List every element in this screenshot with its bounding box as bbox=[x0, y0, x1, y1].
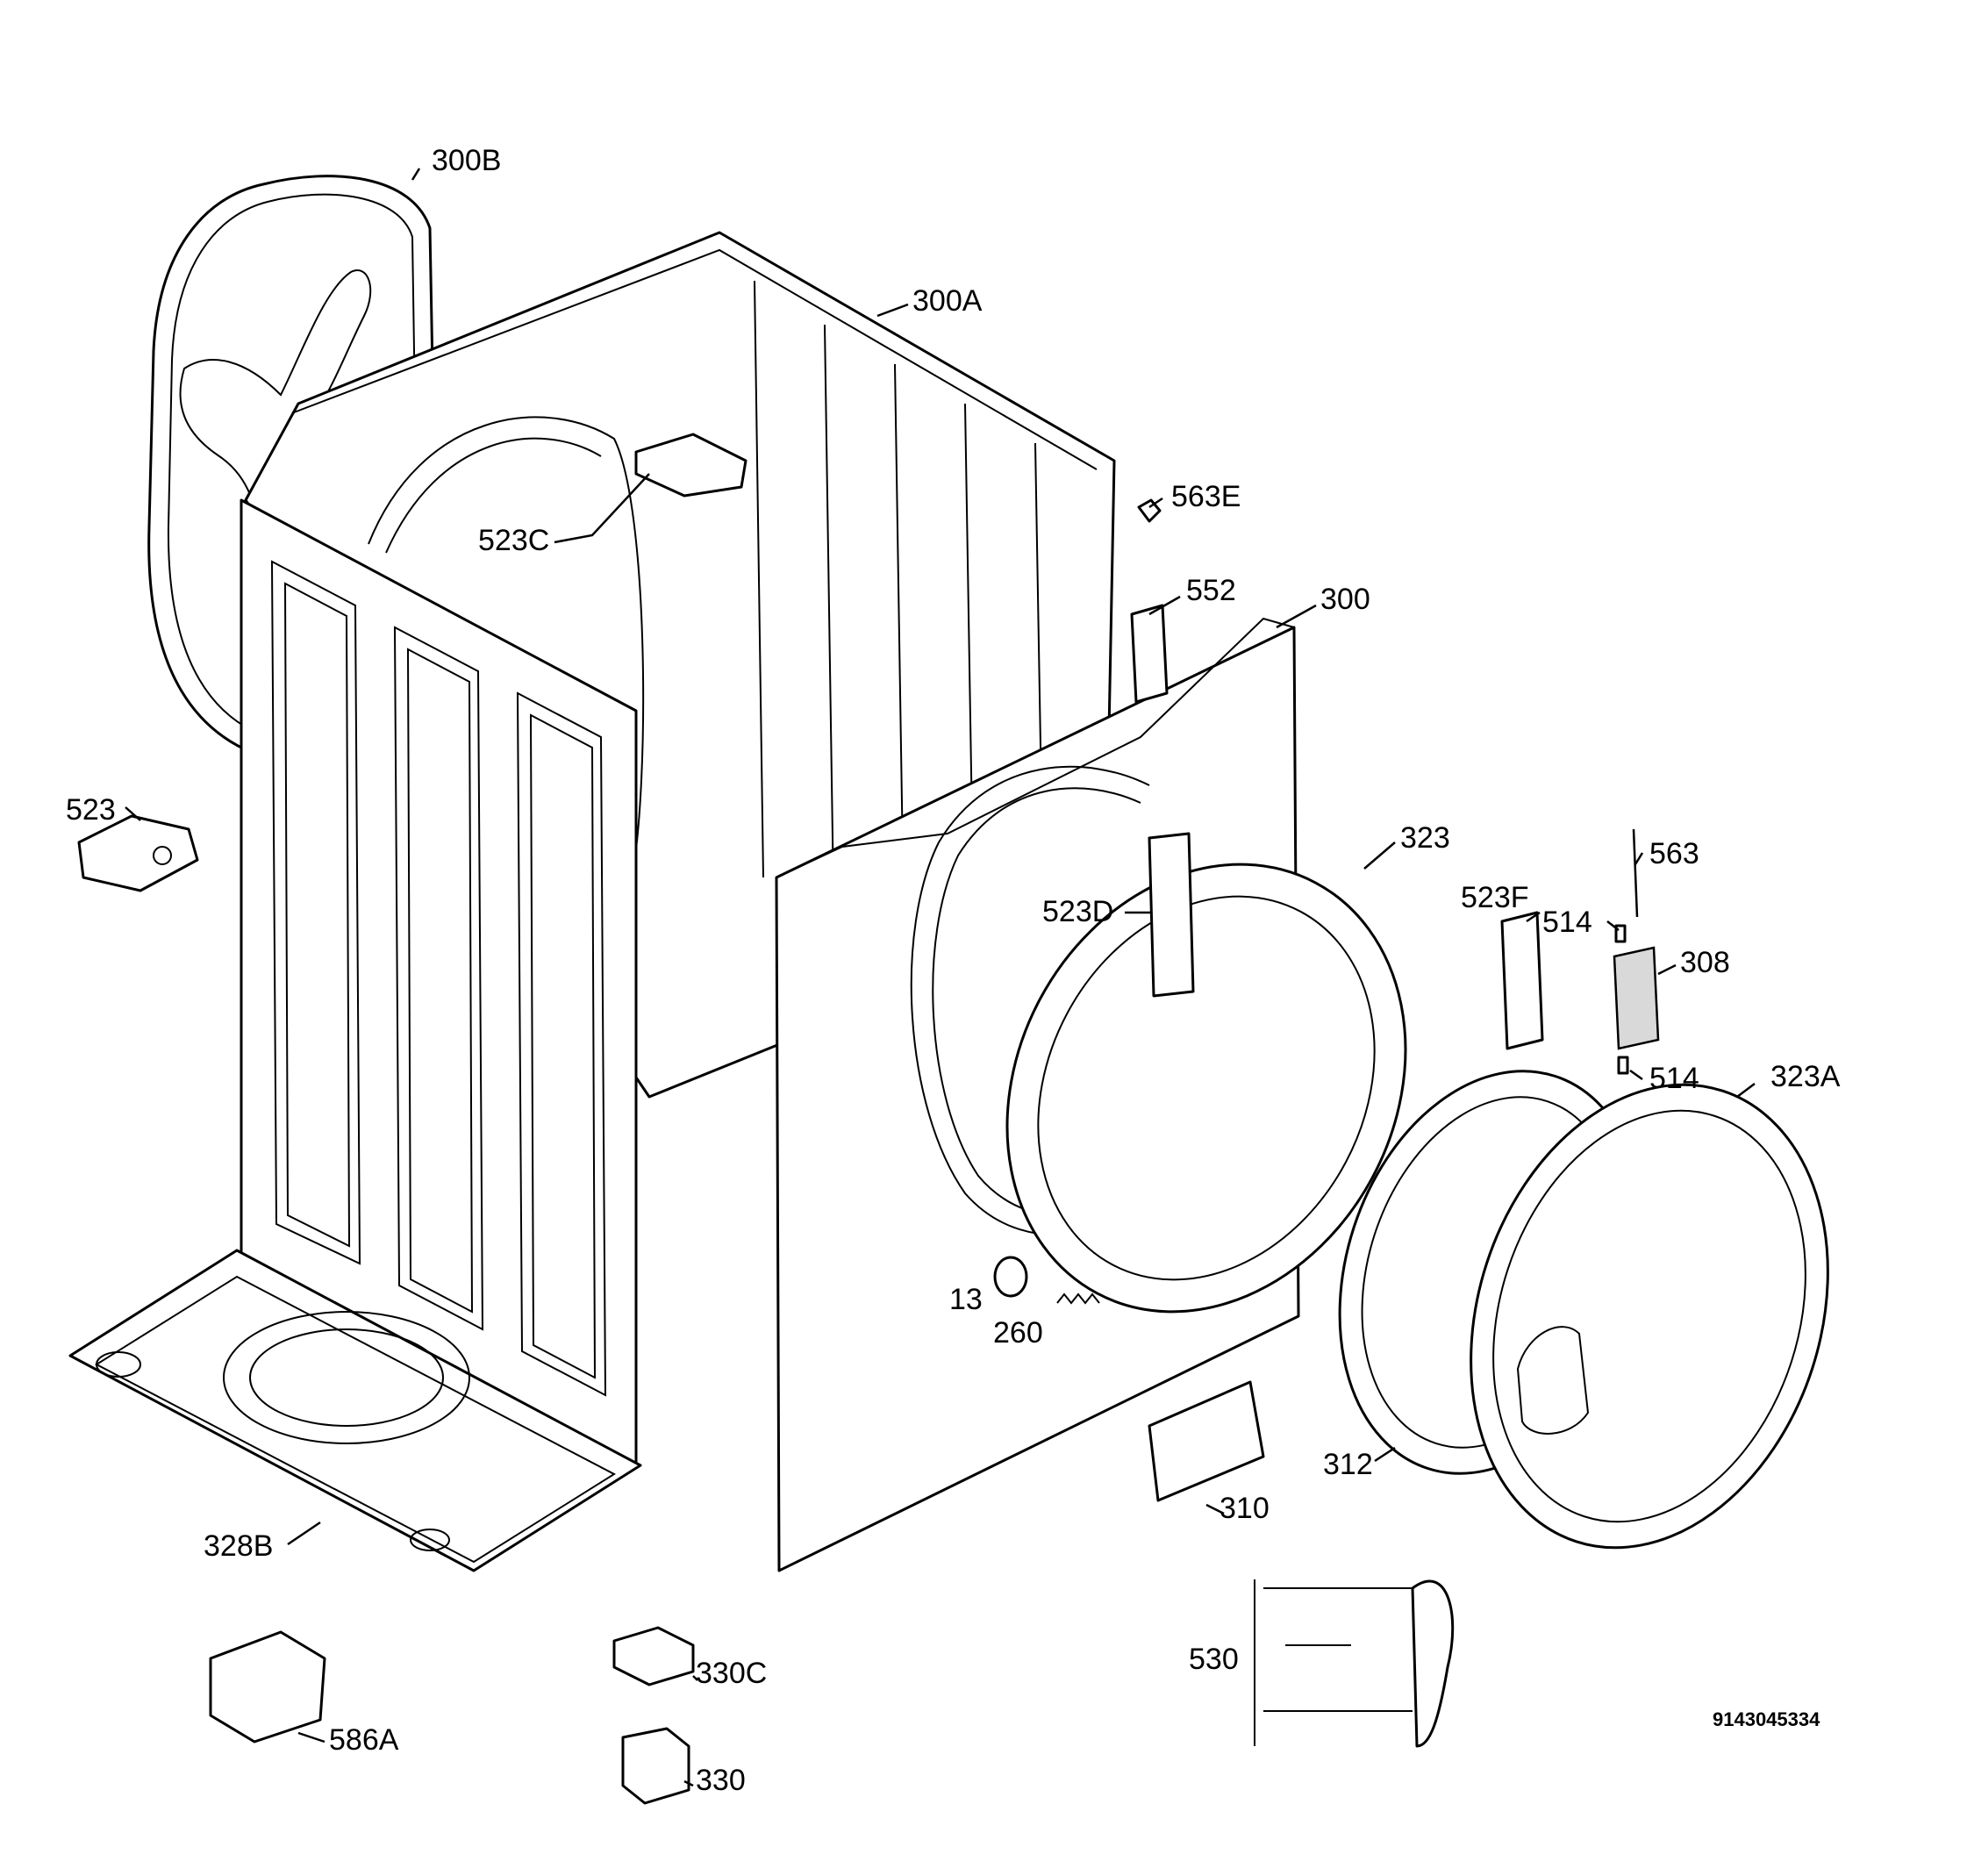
label-323A: 323A bbox=[1770, 1060, 1841, 1093]
bushing-13 bbox=[993, 1256, 1028, 1298]
handle-530 bbox=[1254, 1579, 1455, 1748]
pin-514-top bbox=[1614, 924, 1627, 943]
foot-330C bbox=[612, 1626, 695, 1686]
foot-330 bbox=[621, 1727, 690, 1805]
pin-563 bbox=[1632, 828, 1639, 918]
label-523C: 523C bbox=[478, 524, 549, 557]
plate-523D bbox=[1148, 832, 1195, 998]
side-panel-left bbox=[240, 498, 638, 1467]
label-552: 552 bbox=[1186, 574, 1236, 607]
switch-586A bbox=[209, 1630, 326, 1744]
callout-labels: 300B 300A 563E 523C 552 300 523 323 563 … bbox=[66, 144, 1841, 1797]
label-260: 260 bbox=[993, 1316, 1043, 1350]
label-323: 323 bbox=[1400, 821, 1450, 855]
spring-260 bbox=[1056, 1292, 1100, 1305]
label-308: 308 bbox=[1680, 946, 1730, 979]
label-330C: 330C bbox=[696, 1657, 767, 1690]
label-514-top: 514 bbox=[1542, 906, 1592, 939]
label-563E: 563E bbox=[1171, 480, 1241, 513]
label-563: 563 bbox=[1649, 837, 1699, 870]
label-300: 300 bbox=[1320, 583, 1370, 616]
clip-563E bbox=[1137, 498, 1162, 523]
bracket-552 bbox=[1130, 604, 1169, 704]
label-312: 312 bbox=[1323, 1448, 1373, 1481]
door-seal-323 bbox=[1005, 863, 1407, 1314]
leader-lines bbox=[125, 168, 1756, 1787]
door-323A bbox=[1470, 1083, 1829, 1550]
pin-514-bottom bbox=[1617, 1056, 1629, 1075]
label-330: 330 bbox=[696, 1764, 746, 1797]
label-328B: 328B bbox=[204, 1529, 273, 1563]
bracket-523 bbox=[77, 814, 199, 892]
label-523D: 523D bbox=[1042, 895, 1113, 928]
hinge-523F bbox=[1500, 911, 1544, 1050]
lock-308 bbox=[1613, 946, 1660, 1050]
label-300B: 300B bbox=[432, 144, 501, 177]
label-514-bottom: 514 bbox=[1649, 1062, 1699, 1095]
label-523: 523 bbox=[66, 793, 116, 827]
label-310: 310 bbox=[1220, 1492, 1270, 1525]
drawing-code: 9143045334 bbox=[1713, 1708, 1820, 1730]
label-530: 530 bbox=[1189, 1643, 1239, 1676]
label-300A: 300A bbox=[912, 284, 983, 318]
label-523F: 523F bbox=[1461, 881, 1529, 914]
hinge-523C bbox=[634, 433, 747, 498]
label-13: 13 bbox=[949, 1283, 983, 1316]
base-frame-328B bbox=[68, 1249, 642, 1572]
filter-cover-310 bbox=[1148, 1380, 1265, 1502]
label-586A: 586A bbox=[329, 1723, 399, 1757]
